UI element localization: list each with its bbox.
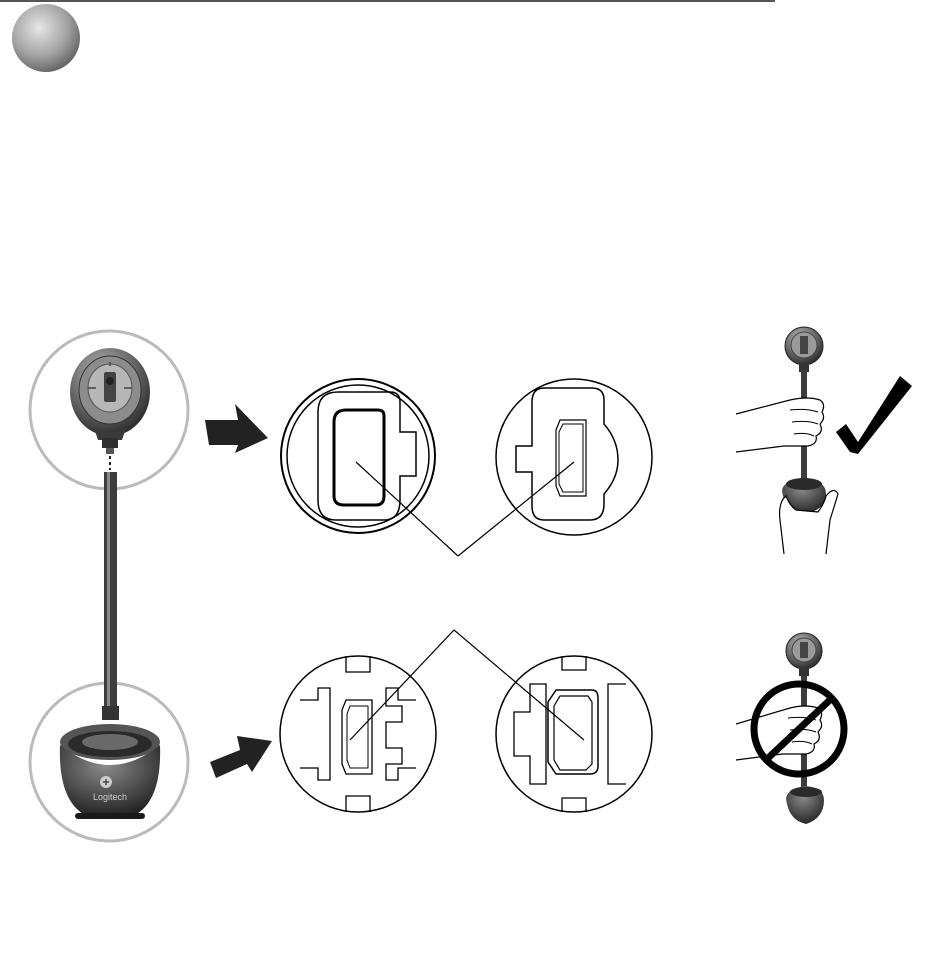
zoom-stand-top-socket (496, 379, 652, 535)
right-arrow-top (205, 404, 268, 453)
incorrect-handling-illustration (736, 633, 824, 824)
camera-base: Logitech (60, 724, 160, 819)
step-marker-circle (12, 4, 80, 72)
zoom-stand-bottom-plug (280, 656, 436, 812)
zoom-head-connector (281, 379, 435, 533)
right-arrow-bottom (210, 736, 272, 778)
camera-head (70, 348, 150, 454)
logitech-wordmark: Logitech (93, 792, 127, 802)
camera-stand-pole (102, 456, 119, 720)
correct-handling-illustration (736, 327, 838, 554)
checkmark-icon (836, 376, 912, 454)
zoom-base-socket (496, 656, 652, 812)
